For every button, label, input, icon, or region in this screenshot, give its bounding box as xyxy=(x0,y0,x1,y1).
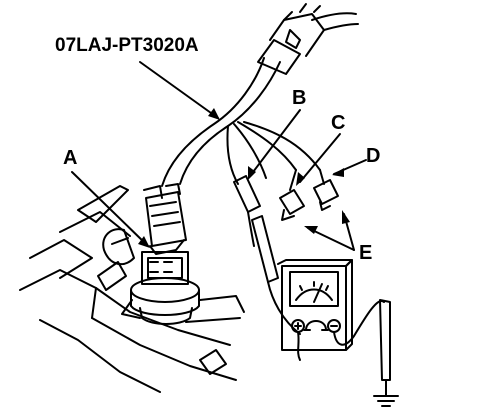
multimeter xyxy=(277,259,399,407)
callout-c-label: C xyxy=(331,112,346,134)
leader-lines xyxy=(71,61,367,251)
callout-d-label: D xyxy=(366,145,381,167)
harness-connector-lower xyxy=(143,183,187,255)
callout-e-label: E xyxy=(359,242,373,264)
callout-b-label: B xyxy=(292,87,307,109)
sensor-a xyxy=(121,251,200,325)
harness-leads xyxy=(226,121,339,335)
engine-housing xyxy=(19,185,245,393)
tool-code-label: 07LAJ-PT3020A xyxy=(55,35,199,56)
callout-a-label: A xyxy=(63,147,78,169)
tool-harness xyxy=(161,3,359,187)
arrowheads xyxy=(138,108,350,248)
